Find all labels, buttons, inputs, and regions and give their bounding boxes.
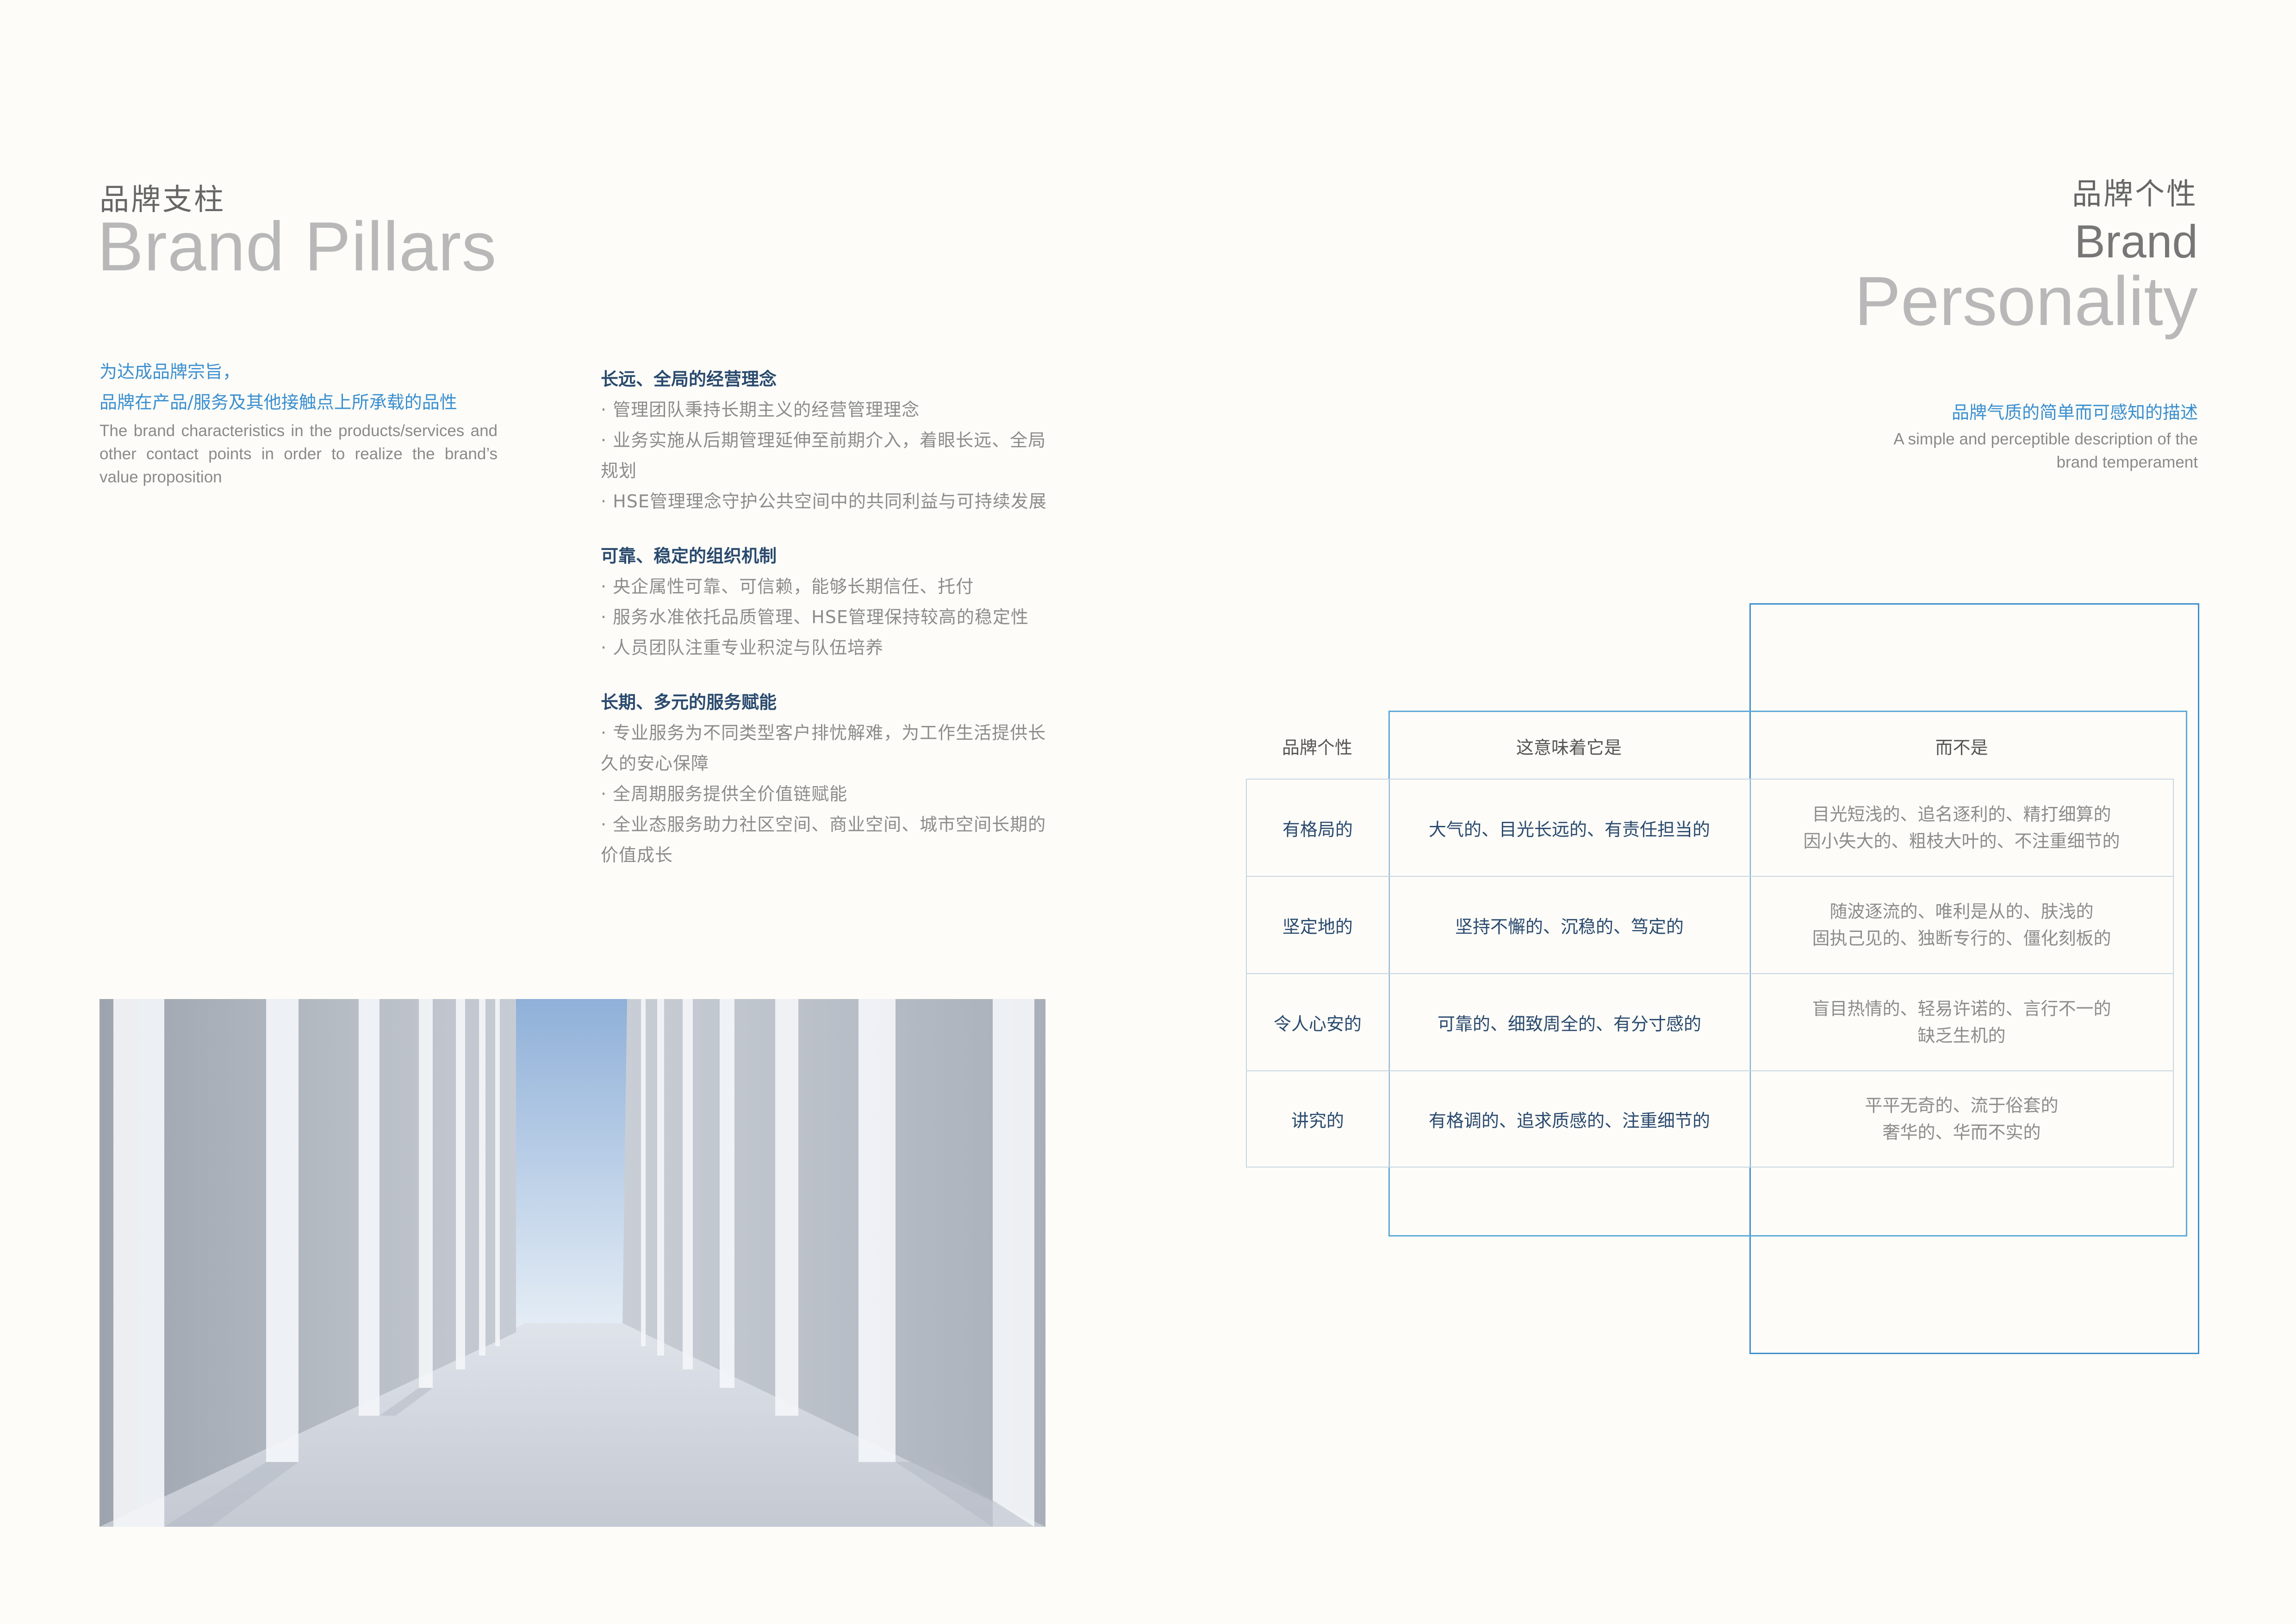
pillar-block: 长期、多元的服务赋能 · 专业服务为不同类型客户排忧解难，为工作生活提供长久的安… <box>601 687 1048 870</box>
trait-cell: 讲究的 <box>1246 1070 1388 1168</box>
brand-personality-title-en-2: Personality <box>1854 262 2198 340</box>
not-line: 平平无奇的、流于俗套的 <box>1865 1095 2059 1116</box>
table-row: 讲究的 有格调的、追求质感的、注重细节的 平平无奇的、流于俗套的 奢华的、华而不… <box>1246 1070 2174 1168</box>
pillar-item: · 专业服务为不同类型客户排忧解难，为工作生活提供长久的安心保障 <box>601 723 1046 774</box>
intro-cn-line-1: 为达成品牌宗旨， <box>100 362 241 382</box>
brand-personality-title-en-1: Brand <box>2074 216 2198 268</box>
pillar-item: · 人员团队注重专业积淀与队伍培养 <box>601 637 884 658</box>
not-cell: 平平无奇的、流于俗套的 奢华的、华而不实的 <box>1749 1070 2174 1168</box>
pillar-item: · 服务水准依托品质管理、HSE管理保持较高的稳定性 <box>601 607 1029 627</box>
pillar-item: · 全业态服务助力社区空间、商业空间、城市空间长期的价值成长 <box>601 814 1046 865</box>
pillar-item: · 管理团队秉持长期主义的经营管理理念 <box>601 400 920 420</box>
not-cell: 目光短浅的、追名逐利的、精打细算的 因小失大的、粗枝大叶的、不注重细节的 <box>1749 779 2174 876</box>
not-line: 因小失大的、粗枝大叶的、不注重细节的 <box>1803 831 2120 851</box>
not-line: 盲目热情的、轻易许诺的、言行不一的 <box>1812 999 2111 1019</box>
table-row: 令人心安的 可靠的、细致周全的、有分寸感的 盲目热情的、轻易许诺的、言行不一的 … <box>1246 973 2174 1070</box>
brand-personality-desc: 品牌气质的简单而可感知的描述 A simple and perceptible … <box>1865 397 2198 474</box>
pillar-item: · 全周期服务提供全价值链赋能 <box>601 784 848 804</box>
trait-cell: 令人心安的 <box>1246 973 1388 1070</box>
table-row: 有格局的 大气的、目光长远的、有责任担当的 目光短浅的、追名逐利的、精打细算的 … <box>1246 779 2174 876</box>
brand-pillars-title-en: Brand Pillars <box>97 207 497 285</box>
not-line: 奢华的、华而不实的 <box>1882 1122 2041 1143</box>
header-means: 这意味着它是 <box>1516 737 1622 758</box>
header-trait: 品牌个性 <box>1282 737 1352 758</box>
table-header-row: 品牌个性 这意味着它是 而不是 <box>1246 713 2174 779</box>
brand-personality-title-cn: 品牌个性 <box>2072 177 2198 212</box>
trait-cell: 有格局的 <box>1246 779 1388 876</box>
brand-pillars-intro: 为达成品牌宗旨， 品牌在产品/服务及其他接触点上所承载的品性 The brand… <box>100 356 498 489</box>
pillar-item: · 央企属性可靠、可信赖，能够长期信任、托付 <box>601 576 974 597</box>
not-line: 目光短浅的、追名逐利的、精打细算的 <box>1812 804 2111 824</box>
brand-pillars-title-cn: 品牌支柱 <box>100 183 225 217</box>
means-cell: 可靠的、细致周全的、有分寸感的 <box>1388 973 1749 1070</box>
desc-en: A simple and perceptible description of … <box>1893 430 2198 471</box>
not-line: 随波逐流的、唯利是从的、肤浅的 <box>1829 901 2094 922</box>
pillar-item: · HSE管理理念守护公共空间中的共同利益与可持续发展 <box>601 491 1047 512</box>
personality-table: 品牌个性 这意味着它是 而不是 有格局的 大气的、目光长远的、有责任担当的 目光… <box>1246 713 2174 1168</box>
header-not: 而不是 <box>1935 737 1988 758</box>
pillar-block: 长远、全局的经营理念 · 管理团队秉持长期主义的经营管理理念 · 业务实施从后期… <box>601 364 1048 517</box>
pillars-list: 长远、全局的经营理念 · 管理团队秉持长期主义的经营管理理念 · 业务实施从后期… <box>601 364 1048 894</box>
intro-en: The brand characteristics in the product… <box>100 422 498 486</box>
table-row: 坚定地的 坚持不懈的、沉稳的、笃定的 随波逐流的、唯利是从的、肤浅的 固执己见的… <box>1246 876 2174 973</box>
pillar-title: 长远、全局的经营理念 <box>601 369 777 389</box>
pillar-title: 长期、多元的服务赋能 <box>601 692 777 712</box>
pillar-block: 可靠、稳定的组织机制 · 央企属性可靠、可信赖，能够长期信任、托付 · 服务水准… <box>601 541 1048 663</box>
not-cell: 盲目热情的、轻易许诺的、言行不一的 缺乏生机的 <box>1749 973 2174 1070</box>
intro-cn-line-2: 品牌在产品/服务及其他接触点上所承载的品性 <box>100 392 457 412</box>
means-cell: 有格调的、追求质感的、注重细节的 <box>1388 1070 1749 1168</box>
not-cell: 随波逐流的、唯利是从的、肤浅的 固执己见的、独断专行的、僵化刻板的 <box>1749 876 2174 973</box>
pillar-item: · 业务实施从后期管理延伸至前期介入，着眼长远、全局规划 <box>601 430 1046 481</box>
brand-personality-header: 品牌个性 Brand Personality <box>1854 174 2198 340</box>
means-cell: 坚持不懈的、沉稳的、笃定的 <box>1388 876 1749 973</box>
desc-cn: 品牌气质的简单而可感知的描述 <box>1951 402 2198 423</box>
trait-cell: 坚定地的 <box>1246 876 1388 973</box>
corridor-image <box>100 999 1045 1527</box>
means-cell: 大气的、目光长远的、有责任担当的 <box>1388 779 1749 876</box>
not-line: 固执己见的、独断专行的、僵化刻板的 <box>1812 928 2111 949</box>
not-line: 缺乏生机的 <box>1917 1025 2006 1046</box>
pillar-title: 可靠、稳定的组织机制 <box>601 546 777 566</box>
